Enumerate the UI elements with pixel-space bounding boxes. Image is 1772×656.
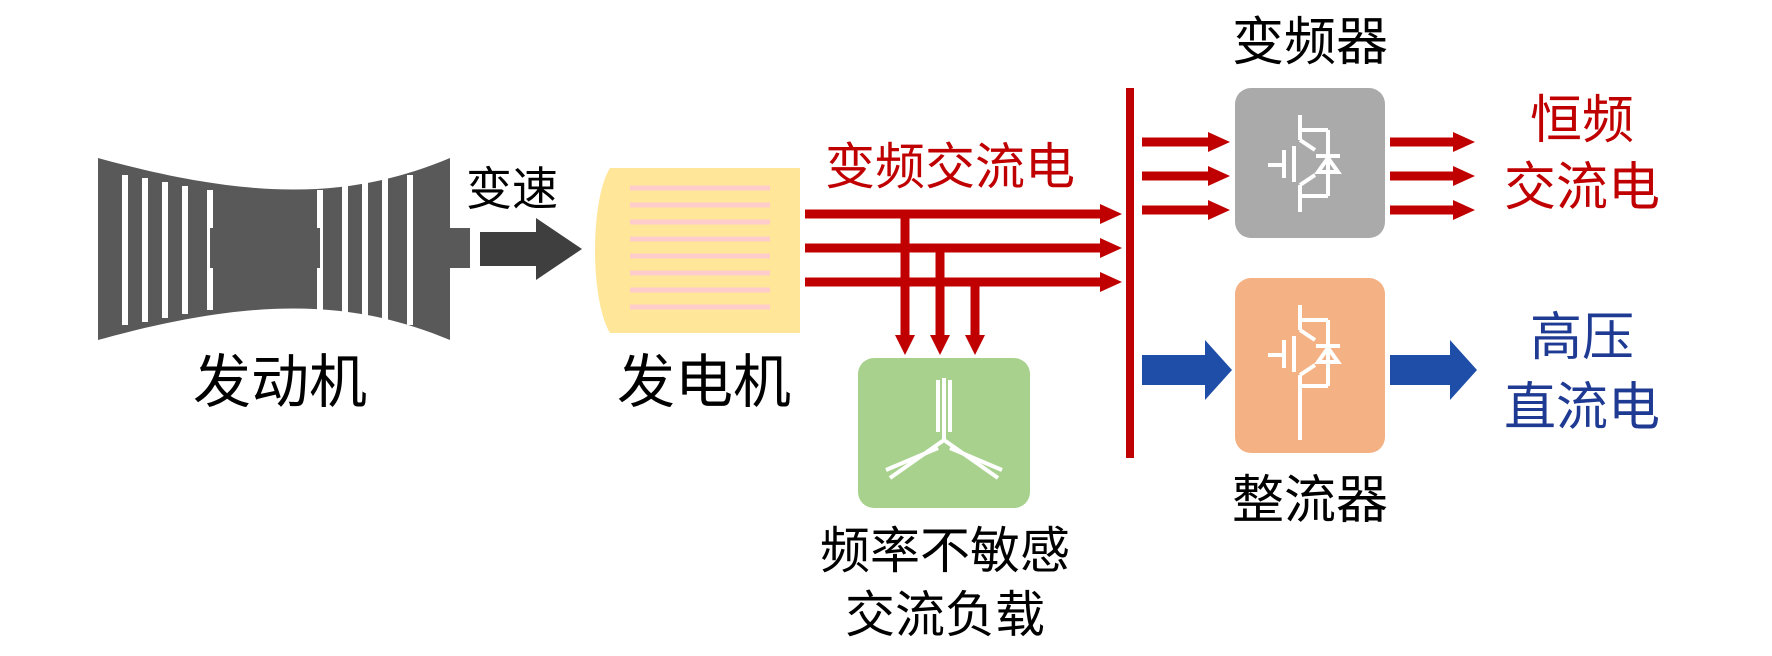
ac-arrows-output (1390, 137, 1455, 215)
ac-arrowheads-output (1453, 132, 1475, 220)
variable-speed-arrow (480, 218, 582, 280)
rectifier-icon (1235, 278, 1385, 453)
ac-arrowheads (895, 204, 1122, 355)
frequency-converter-icon (1235, 88, 1385, 238)
engine-label: 发动机 (193, 348, 367, 416)
rectifier-label: 整流器 (1232, 471, 1388, 531)
generator-icon (595, 168, 800, 333)
ac-arrowheads-converter (1208, 132, 1230, 220)
ac-arrows-to-bus (805, 209, 1100, 335)
variable-freq-ac-label: 变频交流电 (825, 138, 1075, 196)
generator-label: 发电机 (617, 348, 791, 416)
constant-freq-ac-label-line2: 交流电 (1504, 158, 1660, 218)
load-label-line2: 交流负载 (845, 586, 1045, 644)
ac-load-icon (858, 358, 1030, 508)
ac-arrows-to-converter (1142, 137, 1210, 215)
bus-bar (1126, 88, 1134, 458)
hvdc-label-line2: 直流电 (1504, 378, 1660, 438)
dc-arrow-to-rectifier (1142, 340, 1232, 400)
dc-arrow-output (1390, 340, 1477, 400)
load-label-line1: 频率不敏感 (820, 522, 1070, 580)
frequency-converter-label: 变频器 (1232, 13, 1388, 73)
hvdc-label-line1: 高压 (1530, 308, 1634, 368)
constant-freq-ac-label-line1: 恒频 (1530, 91, 1634, 151)
variable-speed-label: 变速 (466, 162, 558, 216)
engine-icon (98, 158, 470, 340)
